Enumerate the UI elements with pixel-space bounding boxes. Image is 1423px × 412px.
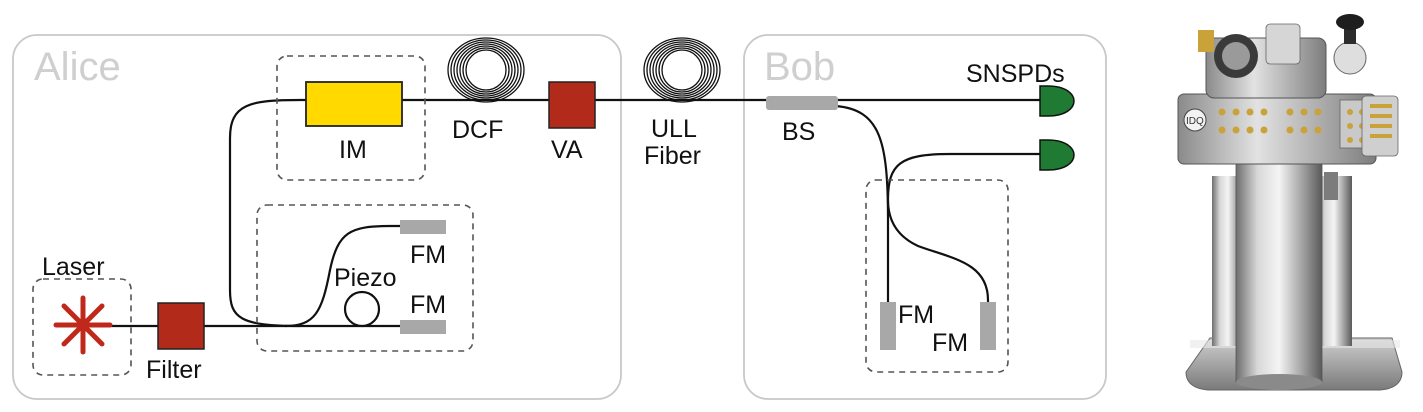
cryostat-gold-fitting — [1198, 30, 1214, 52]
fiber-loop-to-im — [228, 98, 306, 328]
bob-panel-border — [743, 34, 1107, 400]
variable-attenuator: VA — [548, 81, 596, 164]
snspds-label: SNSPDs — [966, 60, 1065, 88]
laser-label: Laser — [42, 253, 105, 281]
ull-fiber-coil-icon — [643, 37, 721, 103]
cryostat-knob-cap — [1336, 14, 1364, 30]
bob-interferometer-dashed-box — [865, 179, 1009, 373]
detector-top-icon — [1039, 85, 1075, 117]
alice-fibers — [90, 98, 1040, 328]
dcf-coil-icon — [447, 37, 525, 103]
snspd-detectors: SNSPDs — [966, 60, 1075, 171]
fm-bob-left-label: FM — [898, 301, 934, 329]
intensity-modulator: IM — [276, 55, 426, 181]
bob-interferometer: FM FM — [865, 179, 1009, 373]
fm-alice-bottom-label: FM — [410, 291, 446, 319]
im-label: IM — [339, 136, 367, 164]
bs-box — [766, 96, 838, 110]
interferometer-dashed-box — [256, 204, 474, 352]
bob-panel: Bob — [743, 34, 1107, 400]
alice-panel-label: Alice — [34, 45, 121, 89]
cryostat-knob — [1344, 26, 1356, 44]
cryostat-valve-block — [1265, 23, 1301, 65]
fiber-fm-right-to-detector — [886, 152, 1040, 302]
cryostat-connectors — [1218, 108, 1365, 143]
cryostat-main-cylinder — [1235, 149, 1323, 383]
faraday-mirror-bob-left — [880, 302, 896, 350]
beam-splitter: BS — [766, 96, 838, 146]
filter-label: Filter — [146, 356, 202, 384]
cryostat-cylinder-bottom — [1236, 374, 1322, 390]
dcf-label: DCF — [452, 116, 503, 144]
idq-logo-icon — [1183, 108, 1207, 132]
ull-label-line1: ULL — [651, 115, 697, 143]
filter-unit: Filter — [146, 302, 205, 384]
cryostat-gauge — [1333, 41, 1367, 75]
idq-logo-text: IDQ — [1186, 116, 1204, 127]
faraday-mirror-bob-right — [980, 302, 996, 350]
laser-star-icon — [53, 295, 113, 355]
va-label: VA — [551, 136, 583, 164]
piezo-coil-icon — [343, 290, 381, 328]
cryostat-right-connectors — [1370, 104, 1392, 138]
cryostat-top-flange-inner — [1222, 42, 1250, 70]
fm-alice-top-label: FM — [410, 241, 446, 269]
faraday-mirror-top — [400, 220, 446, 234]
fiber-interferometer-upper-arm — [284, 224, 400, 328]
bob-fibers — [835, 104, 1040, 302]
filter-box — [157, 302, 205, 350]
laser-dashed-box — [32, 278, 132, 376]
im-box — [305, 81, 403, 127]
bs-label: BS — [782, 118, 815, 146]
fm-bob-right-label: FM — [932, 329, 968, 357]
cryostat-photo: IDQ — [1177, 14, 1403, 391]
ull-label-line2: Fiber — [644, 142, 701, 170]
detector-bottom-icon — [1039, 139, 1075, 171]
faraday-mirror-bottom — [400, 320, 446, 334]
alice-interferometer: FM FM Piezo — [256, 204, 474, 352]
bob-panel-label: Bob — [764, 45, 835, 89]
va-box — [548, 81, 596, 129]
cryostat-side-fitting — [1324, 172, 1338, 200]
piezo-label: Piezo — [334, 264, 397, 292]
laser-unit: Laser — [32, 253, 132, 376]
